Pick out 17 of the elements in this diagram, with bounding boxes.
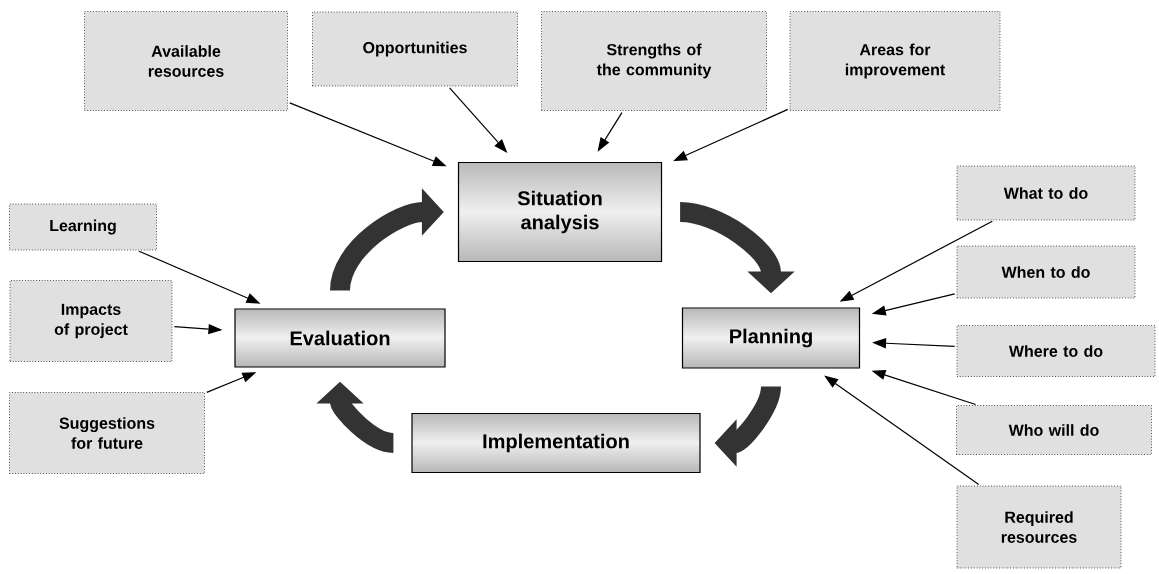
note-box: Where to do — [956, 325, 1156, 377]
note-box: Areas for improvement — [789, 11, 1001, 111]
arrow — [824, 375, 980, 486]
note-box: Impacts of project — [9, 280, 173, 362]
process-box: Situation analysis — [457, 161, 663, 263]
note-box: Required resources — [956, 485, 1122, 569]
note-box: Who will do — [956, 405, 1152, 455]
note-box: Suggestions for future — [9, 392, 205, 474]
note-box: What to do — [956, 165, 1136, 221]
note-box: Opportunities — [312, 11, 518, 87]
process-box: Implementation — [411, 412, 701, 474]
note-box: When to do — [956, 245, 1136, 299]
note-box: Learning — [9, 203, 157, 251]
process-box: Planning — [681, 307, 861, 369]
note-box: Strengths of the community — [541, 11, 767, 111]
process-box: Evaluation — [234, 308, 446, 368]
note-box: Available resources — [84, 11, 288, 111]
